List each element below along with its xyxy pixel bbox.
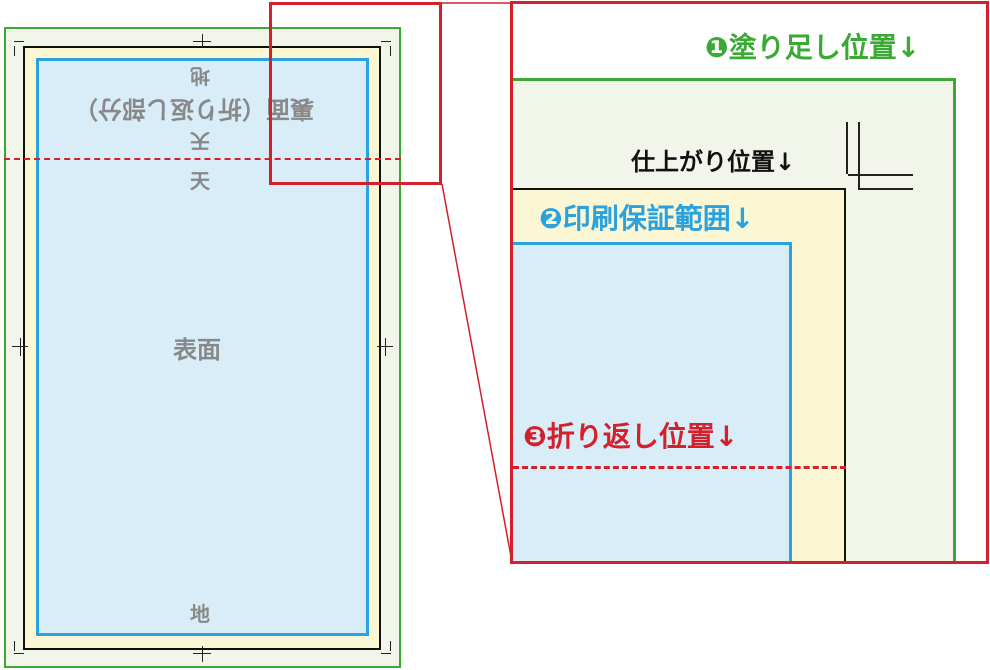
fold-line-left <box>4 158 401 160</box>
bleed-position-label: ❶塗り足し位置↓ <box>705 31 921 64</box>
zoom-print-area <box>513 242 792 561</box>
front-side-label: 表面 <box>173 336 221 364</box>
print-range-label: ❷印刷保証範囲↓ <box>539 202 755 235</box>
fold-position-label: ❸折り返し位置↓ <box>523 420 739 453</box>
trim-position-label: 仕上がり位置↓ <box>631 148 796 176</box>
front-bottom-label: 地 <box>190 602 210 626</box>
zoom-crop-mark <box>846 122 848 174</box>
zoom-panel <box>510 1 989 564</box>
print-safe-area <box>36 58 369 636</box>
front-top-label: 天 <box>190 169 210 193</box>
zoom-fold-line <box>513 466 846 469</box>
zoom-selection-box <box>269 2 442 185</box>
